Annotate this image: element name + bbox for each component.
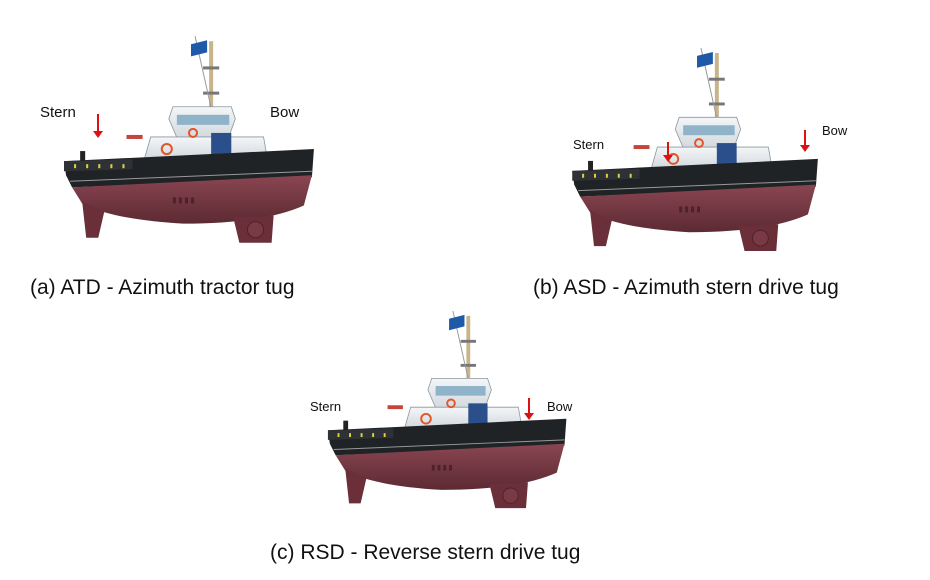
bow-label: Bow — [547, 399, 573, 414]
bow-label: Bow — [270, 104, 300, 121]
arrow-icon — [800, 130, 810, 152]
caption: (b) ASD - Azimuth stern drive tug — [533, 276, 839, 299]
caption: (c) RSD - Reverse stern drive tug — [270, 541, 581, 564]
asd-tug-illustration — [568, 48, 830, 256]
bow-label: Bow — [822, 123, 848, 138]
arrow-icon — [93, 114, 103, 138]
caption: (a) ATD - Azimuth tractor tug — [30, 276, 295, 299]
stern-label: Stern — [573, 137, 605, 152]
rsd-tug-illustration — [326, 304, 576, 520]
atd-tug-illustration — [62, 36, 324, 248]
stern-label: Stern — [310, 399, 342, 414]
arrow-icon — [524, 398, 534, 420]
stern-label: Stern — [40, 104, 76, 121]
arrow-icon — [663, 142, 673, 162]
